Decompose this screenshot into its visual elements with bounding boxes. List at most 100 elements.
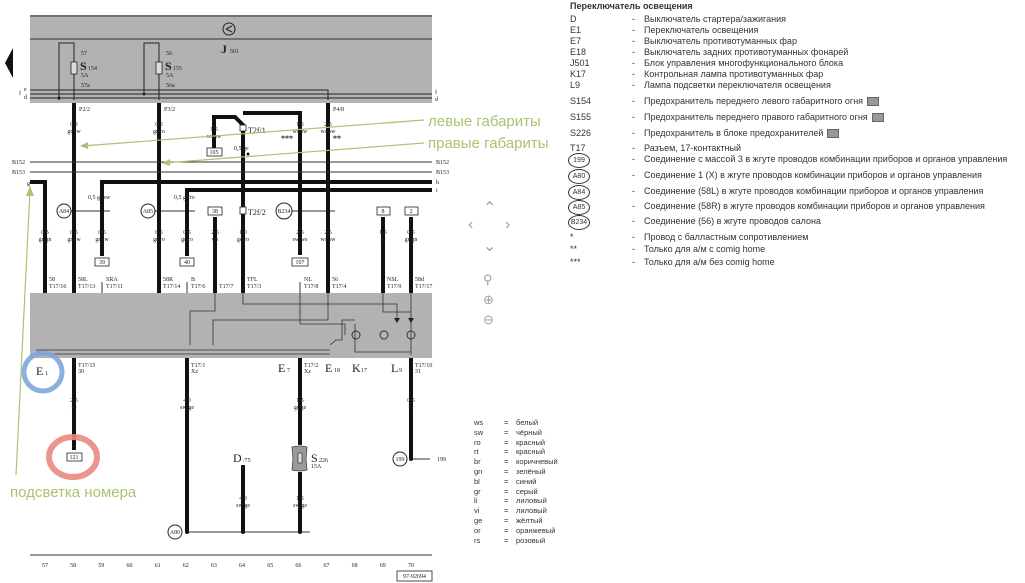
diagram-label: 226 — [319, 458, 328, 464]
diagram-label: 199 — [396, 457, 405, 463]
diagram-label: B153 — [12, 170, 25, 176]
diagram-label: D — [233, 451, 242, 465]
diagram-label: gr/ro — [153, 129, 165, 135]
wire-label: 0,5 — [41, 230, 49, 236]
diagram-label: 40 — [184, 260, 190, 266]
legend-title: Переключатель освещения — [570, 1, 693, 11]
diagram-label: 57a — [81, 83, 90, 89]
diagram-label: br — [409, 405, 414, 411]
equals-sign: = — [504, 466, 509, 476]
diagram-label: 57 — [81, 51, 87, 57]
equals-sign: = — [504, 496, 509, 506]
wire-label: gr/sw — [67, 237, 81, 243]
annotation-left-markers: левые габариты — [428, 113, 541, 130]
color-code: rt — [474, 447, 479, 457]
zoom-out-icon[interactable]: ⊖ — [483, 312, 494, 327]
equals-sign: = — [504, 506, 509, 516]
legend-key: L9 — [570, 80, 581, 90]
equals-sign: = — [504, 447, 509, 457]
column-number: 62 — [183, 563, 189, 569]
color-name: лиловый — [516, 496, 547, 506]
wire-label: gr/gn — [405, 237, 418, 243]
wires — [30, 103, 432, 532]
color-name: жёлтый — [516, 515, 543, 525]
diagram-label: d — [24, 95, 27, 101]
diagram-label: 2 — [410, 209, 413, 215]
previous-page-arrow-icon[interactable] — [5, 48, 13, 78]
legend-desc: Соединение 1 (X) в жгуте проводов комбин… — [644, 170, 982, 180]
pan-right-icon[interactable]: › — [505, 216, 511, 233]
diagram-label: 56 — [166, 51, 172, 57]
wire-label: gr/ro — [181, 237, 193, 243]
wire-label: 0,5 — [183, 230, 191, 236]
column-number: 70 — [408, 563, 414, 569]
legend-dash: - — [632, 216, 635, 226]
diagram-label: B152 — [436, 160, 449, 166]
diagram-label: 4,0 — [239, 496, 247, 502]
diagram-label: 56a — [166, 83, 175, 89]
terminal-name: B — [191, 277, 195, 283]
diagram-label: T17/2 — [304, 363, 318, 369]
terminal-name: 58 — [49, 277, 55, 283]
diagram-label: gr/sw — [67, 129, 81, 135]
legend-key: E7 — [570, 36, 582, 46]
camera-icon[interactable] — [827, 129, 840, 139]
diagram-label: B153 — [436, 170, 449, 176]
legend-key: ** — [570, 244, 578, 254]
color-code: ws — [474, 418, 484, 427]
pan-down-icon[interactable]: ⌄ — [483, 238, 497, 255]
zoom-reset-icon[interactable]: ⚲ — [483, 272, 493, 287]
camera-icon[interactable] — [867, 97, 880, 107]
diagram-label: 155 — [173, 66, 182, 72]
zoom-in-icon[interactable]: ⊕ — [483, 292, 494, 307]
legend-dash: - — [632, 244, 635, 254]
control-unit-j501: J 501 57 S 154 5A 57a 56 S 155 5A 56a — [30, 15, 432, 103]
diagram-label: 0,5 — [407, 398, 415, 404]
diagram-label: Xz — [191, 369, 198, 375]
diagram-label: 5A — [81, 73, 89, 79]
legend-dash: - — [632, 96, 635, 106]
wire-label: gr — [381, 237, 386, 243]
color-code: sw — [474, 427, 484, 437]
equals-sign: = — [504, 427, 509, 437]
diagram-label: i — [436, 188, 438, 194]
legend-dash: - — [632, 201, 635, 211]
color-code: ge — [474, 515, 483, 525]
legend-dash: - — [632, 36, 635, 46]
terminal-name: NL — [304, 277, 312, 283]
camera-icon[interactable] — [871, 113, 884, 123]
pan-up-icon[interactable]: ⌃ — [483, 200, 497, 217]
color-name: лиловый — [516, 506, 547, 516]
pan-left-icon[interactable]: ‹ — [468, 216, 474, 233]
diagram-label: A84 — [59, 209, 69, 215]
legend-dash: - — [632, 69, 635, 79]
column-number: 57 — [42, 563, 48, 569]
terminal-name: SRA — [106, 277, 118, 283]
terminal-name: TFL — [247, 277, 258, 283]
legend-key: J501 — [570, 58, 590, 68]
diagram-label: gr/ge — [294, 405, 307, 411]
equals-sign: = — [504, 457, 509, 467]
column-number: 69 — [380, 563, 386, 569]
diagram-label: *** — [281, 134, 293, 143]
legend-dash: - — [632, 25, 635, 35]
diagram-label: 121 — [70, 455, 79, 461]
wire-label: gr/ro — [153, 237, 165, 243]
color-name: синий — [516, 476, 537, 486]
legend-desc: Выключатель противотуманных фар — [644, 36, 797, 46]
diagram-label: S — [311, 451, 318, 465]
diagram-label: S — [165, 59, 172, 73]
legend-dash: - — [632, 80, 635, 90]
diagram-label: sw/ge — [180, 405, 194, 411]
diagram-label: 7 — [287, 368, 290, 374]
diagram-label: 1,5 — [296, 122, 304, 128]
color-name: оранжевый — [516, 525, 556, 535]
legend-key: S155 — [570, 112, 592, 122]
color-name: красный — [516, 447, 546, 457]
highlight-circle-121 — [46, 434, 100, 480]
column-number: 58 — [70, 563, 76, 569]
diagram-label: 39 — [99, 260, 105, 266]
equals-sign: = — [504, 418, 509, 427]
color-name: розовый — [516, 535, 546, 545]
